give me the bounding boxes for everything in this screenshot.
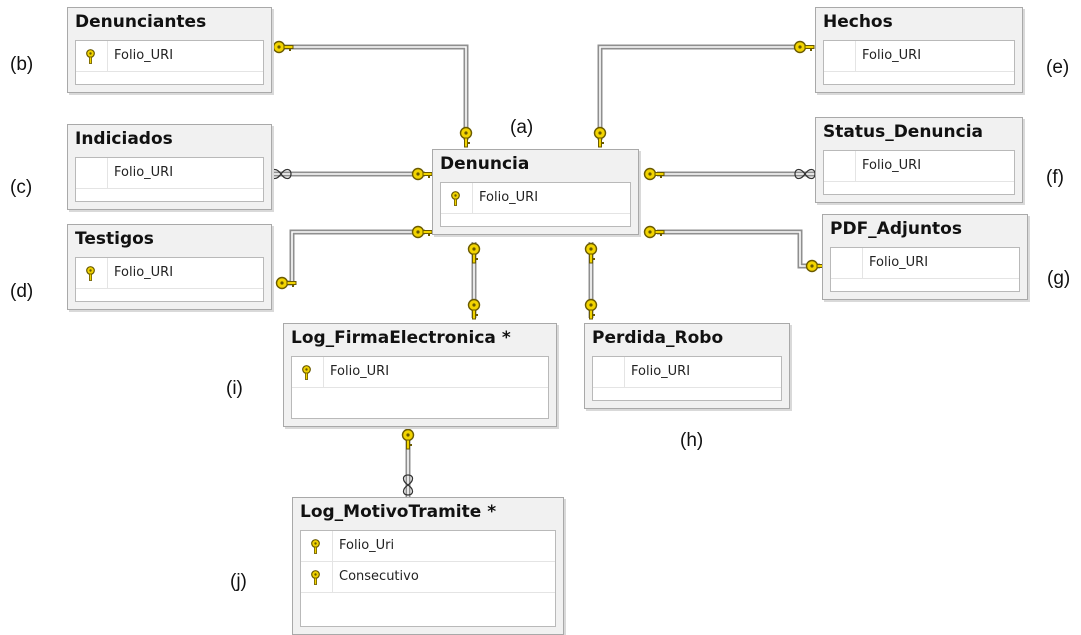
field-row[interactable]: Folio_URI xyxy=(441,183,630,214)
label-c: (c) xyxy=(10,177,33,198)
field-name: Folio_URI xyxy=(862,158,922,173)
label-f: (f) xyxy=(1046,167,1064,188)
field-list: Folio_URI xyxy=(291,356,549,419)
label-j: (j) xyxy=(230,571,247,592)
table-indiciados[interactable]: Indiciados Folio_URI xyxy=(67,124,272,210)
key-endpoint-icon xyxy=(643,167,665,181)
field-row[interactable]: Folio_URI xyxy=(824,151,1014,182)
field-list: Folio_URI xyxy=(75,257,264,302)
field-row[interactable]: Folio_Uri xyxy=(301,531,555,562)
table-denuncia[interactable]: Denuncia Folio_URI xyxy=(432,149,639,235)
label-a: (a) xyxy=(510,117,534,138)
field-list: Folio_URI xyxy=(830,247,1020,292)
table-testigos[interactable]: Testigos Folio_URI xyxy=(67,224,272,310)
table-title: Denuncia xyxy=(440,154,530,174)
field-list: Folio_URI xyxy=(592,356,782,401)
primary-key-icon xyxy=(311,570,320,585)
field-list: Folio_URI xyxy=(823,40,1015,85)
field-row[interactable]: Folio_URI xyxy=(76,158,263,189)
table-title: Hechos xyxy=(823,12,893,32)
table-hechos[interactable]: Hechos Folio_URI xyxy=(815,7,1023,93)
key-endpoint-icon xyxy=(459,126,473,148)
key-endpoint-icon xyxy=(411,167,433,181)
primary-key-icon xyxy=(451,191,460,206)
label-d: (d) xyxy=(10,281,34,302)
table-title: Indiciados xyxy=(75,129,173,149)
key-endpoint-icon xyxy=(411,225,433,239)
key-endpoint-icon xyxy=(593,126,607,148)
field-list: Folio_URI xyxy=(823,150,1015,195)
field-list: Folio_URI xyxy=(75,40,264,85)
table-perdida-robo[interactable]: Perdida_Robo Folio_URI xyxy=(584,323,790,409)
field-name: Folio_URI xyxy=(114,48,174,63)
field-name: Folio_Uri xyxy=(339,538,395,553)
key-endpoint-icon xyxy=(584,298,598,320)
field-row[interactable]: Folio_URI xyxy=(76,41,263,72)
rel-pdf-denuncia xyxy=(657,229,820,269)
field-row[interactable]: Folio_URI xyxy=(593,357,781,388)
label-g: (g) xyxy=(1047,268,1071,289)
field-row[interactable]: Folio_URI xyxy=(292,357,548,388)
table-title: Log_FirmaElectronica * xyxy=(291,328,511,348)
key-endpoint-icon xyxy=(584,242,598,264)
field-row[interactable]: Folio_URI xyxy=(76,258,263,289)
table-pdf-adjuntos[interactable]: PDF_Adjuntos Folio_URI xyxy=(822,214,1028,300)
label-e: (e) xyxy=(1046,57,1070,78)
field-list: Folio_URI xyxy=(440,182,631,227)
key-endpoint-icon xyxy=(272,40,294,54)
primary-key-icon xyxy=(302,365,311,380)
field-name: Folio_URI xyxy=(114,165,174,180)
rel-denunciantes-denuncia xyxy=(280,44,469,140)
primary-key-icon xyxy=(311,539,320,554)
label-b: (b) xyxy=(10,54,34,75)
table-status-denuncia[interactable]: Status_Denuncia Folio_URI xyxy=(815,117,1023,203)
table-title: Testigos xyxy=(75,229,154,249)
field-name: Folio_URI xyxy=(869,255,929,270)
field-row[interactable]: Consecutivo xyxy=(301,562,555,593)
key-endpoint-icon xyxy=(793,40,815,54)
primary-key-icon xyxy=(86,49,95,64)
field-list: Folio_Uri Consecutivo xyxy=(300,530,556,627)
field-row[interactable]: Folio_URI xyxy=(824,41,1014,72)
rel-hechos-denuncia xyxy=(597,44,805,140)
field-name: Folio_URI xyxy=(330,364,390,379)
table-log-motivo-tramite[interactable]: Log_MotivoTramite * Folio_Uri Consecutiv… xyxy=(292,497,564,635)
table-title: PDF_Adjuntos xyxy=(830,219,962,239)
table-title: Status_Denuncia xyxy=(823,122,984,142)
table-title: Log_MotivoTramite * xyxy=(300,502,497,522)
primary-key-icon xyxy=(86,266,95,281)
key-endpoint-icon xyxy=(643,225,665,239)
key-endpoint-icon xyxy=(401,428,415,450)
table-log-firma-electronica[interactable]: Log_FirmaElectronica * Folio_URI xyxy=(283,323,557,427)
field-name: Folio_URI xyxy=(479,190,539,205)
field-row[interactable]: Folio_URI xyxy=(831,248,1019,279)
rel-testigos-denuncia xyxy=(280,229,425,286)
field-name: Folio_URI xyxy=(862,48,922,63)
field-name: Folio_URI xyxy=(114,265,174,280)
key-endpoint-icon xyxy=(467,242,481,264)
field-name: Consecutivo xyxy=(339,569,419,584)
field-list: Folio_URI xyxy=(75,157,264,202)
label-h: (h) xyxy=(680,430,704,451)
table-title: Perdida_Robo xyxy=(592,328,724,348)
table-denunciantes[interactable]: Denunciantes Folio_URI xyxy=(67,7,272,93)
key-endpoint-icon xyxy=(467,298,481,320)
label-i: (i) xyxy=(226,378,243,399)
field-name: Folio_URI xyxy=(631,364,691,379)
table-title: Denunciantes xyxy=(75,12,207,32)
